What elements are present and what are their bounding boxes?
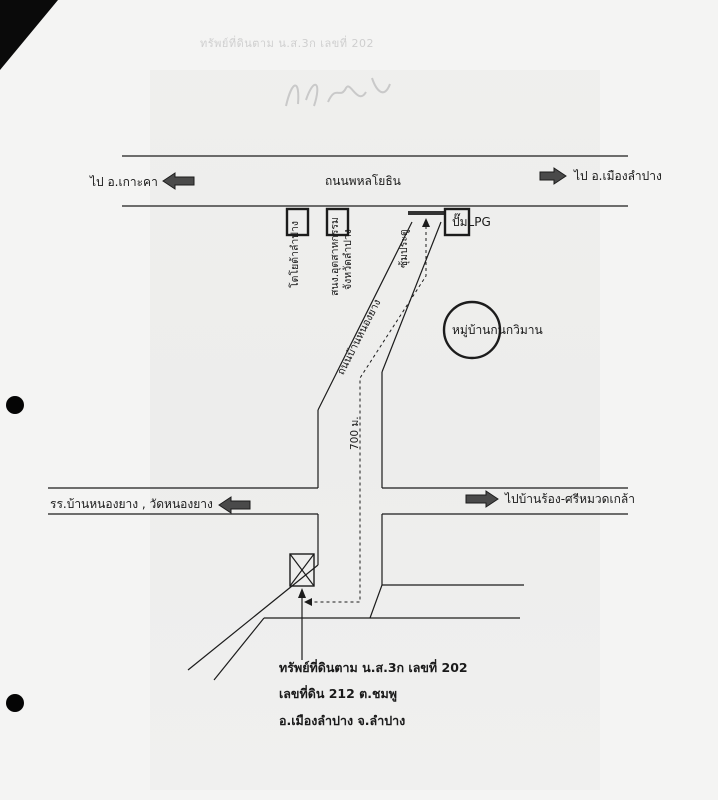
lpg-building <box>443 207 471 237</box>
punch-hole-upper <box>6 396 24 414</box>
label-village: หมู่บ้านกนกวิมาน <box>452 323 543 337</box>
property-line-3: อ.เมืองลำปาง จ.ลำปาง <box>279 713 406 728</box>
faint-header-text: ทรัพย์ที่ดินตาม น.ส.3ก เลขที่ 202 <box>200 37 374 50</box>
label-lpg: ปั๊มLPG <box>452 215 491 229</box>
scan-background <box>150 70 600 790</box>
label-office: สนง.อุตสาหกรรม <box>329 217 341 296</box>
label-main-road: ถนนพหลโยธิน <box>325 174 401 188</box>
office-building <box>325 207 350 237</box>
lower-left-diagonal <box>187 564 319 671</box>
arrow-left-bottom <box>218 496 251 514</box>
label-toyota: โตโยต้าลำปาง <box>289 221 301 288</box>
label-to-school: รร.บ้านหนองยาง , วัดหนองยาง <box>50 497 213 511</box>
arrow-right-top <box>539 167 567 185</box>
soi-left-edge <box>317 221 413 411</box>
label-province: จังหวัดลำปาง <box>342 229 354 290</box>
gate-bar <box>408 211 444 215</box>
toyota-building <box>285 207 310 237</box>
corner-fold <box>0 0 58 70</box>
label-to-mueang: ไป อ.เมืองลำปาง <box>574 169 662 183</box>
property-box <box>289 553 315 587</box>
soi-right-edge <box>381 221 442 373</box>
village-circle <box>442 300 502 360</box>
handwritten-mark <box>285 77 391 107</box>
label-gate: ซุ้มประตู <box>398 229 410 268</box>
lower-right-diagonal <box>213 617 265 681</box>
arrow-right-bottom <box>465 490 499 508</box>
property-line-2: เลขที่ดิน 212 ต.ชมพู <box>279 686 398 701</box>
property-line-1: ทรัพย์ที่ดินตาม น.ส.3ก เลขที่ 202 <box>279 660 468 675</box>
punch-hole-lower <box>6 694 24 712</box>
label-distance: 700 ม. <box>349 416 361 450</box>
label-to-srimuang: ไปบ้านร้อง-ศรีหมวดเกล้า <box>505 492 635 506</box>
arrow-left-top <box>162 172 195 190</box>
label-to-ko-kha: ไป อ.เกาะคา <box>90 175 158 189</box>
route-arrow-head <box>304 598 312 606</box>
